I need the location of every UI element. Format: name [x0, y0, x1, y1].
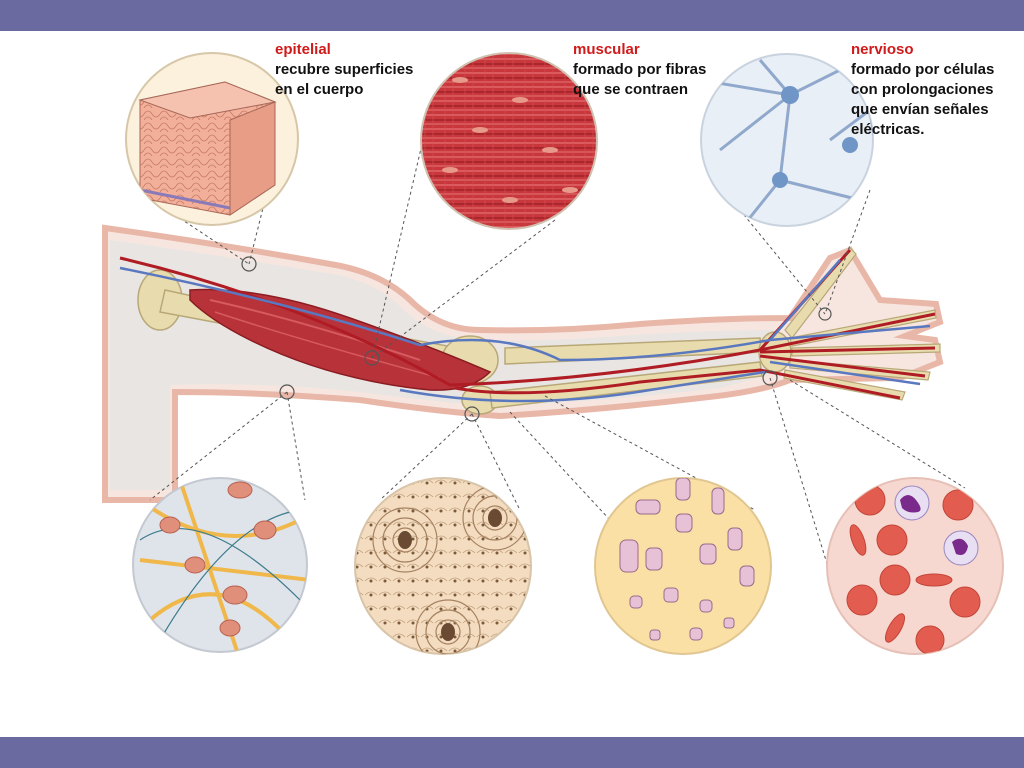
label-epitelial: epitelial recubre superficies en el cuer…	[275, 40, 413, 100]
inset-muscle-tissue	[420, 52, 598, 230]
inset-bone-tissue	[354, 477, 532, 655]
label-line: que se contraen	[573, 81, 689, 98]
label-line: eléctricas.	[851, 121, 925, 138]
top-frame-bar	[0, 0, 1024, 31]
inset-cartilage-tissue	[594, 477, 772, 655]
bottom-frame-bar	[0, 737, 1024, 768]
label-nervioso: nervioso formado por células con prolong…	[851, 40, 994, 140]
label-line: formado por fibras	[573, 61, 707, 78]
label-line: en el cuerpo	[275, 81, 364, 98]
inset-connective-tissue	[132, 477, 308, 653]
veins	[119, 259, 931, 403]
arm-illustration	[102, 224, 944, 503]
label-muscular: muscular formado por fibras que se contr…	[573, 40, 706, 100]
label-line: formado por células	[851, 61, 995, 78]
label-line: recubre superficies	[275, 61, 414, 78]
label-title: muscular	[573, 41, 640, 58]
inset-epithelial-tissue	[125, 52, 299, 226]
inset-blood-tissue	[826, 477, 1004, 655]
locator-circles	[241, 256, 832, 422]
tissue-diagram	[102, 52, 1004, 655]
label-line: con prolongaciones	[851, 81, 994, 98]
label-line: que envían señales	[851, 101, 989, 118]
label-title: epitelial	[275, 41, 331, 58]
inset-nerve-tissue	[700, 53, 874, 227]
label-title: nervioso	[851, 41, 914, 58]
